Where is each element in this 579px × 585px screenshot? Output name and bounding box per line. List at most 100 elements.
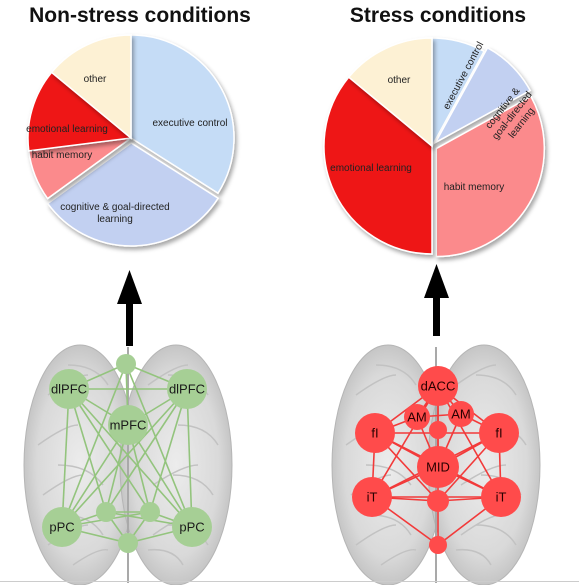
node-circle xyxy=(118,533,138,553)
node-label: fI xyxy=(495,426,502,441)
network-node-fi: fI xyxy=(479,413,519,453)
network-edge xyxy=(61,388,188,528)
network-node-ppc: pPC xyxy=(172,507,212,547)
network-node-fi: fI xyxy=(355,413,395,453)
pie-slice-emotional xyxy=(323,76,433,255)
pie-label-line: habit memory xyxy=(444,182,505,193)
bottom-divider xyxy=(0,581,579,582)
brain-gyrus xyxy=(455,548,492,566)
brain-gyrus xyxy=(475,374,517,396)
node-circle xyxy=(42,507,82,547)
network-non-stress: dlPFC dlPFC mPFC pPC pPC xyxy=(42,354,212,553)
node-circle xyxy=(481,477,521,517)
brain-gyrus xyxy=(37,424,79,446)
node-circle xyxy=(108,405,148,445)
brain-gyrus xyxy=(177,424,219,446)
network-edge xyxy=(68,388,107,513)
node-circle xyxy=(116,354,136,374)
network-edges xyxy=(61,363,193,544)
node-circle xyxy=(479,413,519,453)
network-edge xyxy=(437,385,502,498)
pie-label-line: cognitive & goal-directed xyxy=(60,202,170,213)
pie-label-habit: habit memory xyxy=(444,182,505,193)
network-edge xyxy=(127,424,193,528)
brain-gyrus xyxy=(147,364,189,386)
pie-slice-habit xyxy=(435,95,546,258)
network-edge xyxy=(149,388,188,513)
node-label: pPC xyxy=(49,520,74,535)
node-circle xyxy=(429,421,447,439)
pie-slice-other xyxy=(347,37,433,148)
network-node-unlabeled xyxy=(427,490,449,512)
node-circle xyxy=(352,477,392,517)
node-circle xyxy=(355,413,395,453)
network-edge xyxy=(68,388,193,528)
title-stress: Stress conditions xyxy=(349,4,527,27)
pie-label-line: emotional learning xyxy=(330,163,412,174)
node-label: dACC xyxy=(421,379,456,394)
network-node-unlabeled xyxy=(429,421,447,439)
node-circle xyxy=(404,404,430,430)
pie-slice-emotional xyxy=(27,71,133,152)
pie-label-line: executive control xyxy=(152,118,227,129)
brain-gyrus xyxy=(475,524,517,546)
node-label: dlPFC xyxy=(51,382,87,397)
brain-gyrus xyxy=(172,474,214,496)
arrow-right xyxy=(424,264,449,336)
node-circle xyxy=(140,502,160,522)
network-edge xyxy=(186,388,193,528)
pie-slice-other xyxy=(50,34,132,140)
network-edge xyxy=(371,385,439,498)
network-node-ppc: pPC xyxy=(42,507,82,547)
node-label: pPC xyxy=(179,520,204,535)
arrow-left xyxy=(117,270,142,346)
network-node-unlabeled xyxy=(116,354,136,374)
brain-gyrus xyxy=(375,364,417,386)
network-node-mid: MID xyxy=(417,446,459,488)
network-edge xyxy=(61,388,70,528)
network-node-dlpfc: dlPFC xyxy=(49,369,89,409)
brain-gyrus xyxy=(42,474,84,496)
pie-label-line: other xyxy=(388,75,411,86)
pie-label-habit: habit memory xyxy=(32,150,93,161)
network-edge xyxy=(105,388,188,513)
node-circle xyxy=(429,536,447,554)
pie-label-other: other xyxy=(388,75,411,86)
network-edge xyxy=(125,363,193,528)
node-label: AM xyxy=(407,410,427,425)
brain-gyrus xyxy=(365,464,412,486)
network-node-am: AM xyxy=(404,404,430,430)
network-edge xyxy=(61,363,127,528)
network-node-dlpfc: dlPFC xyxy=(167,369,207,409)
node-circle xyxy=(172,507,212,547)
network-edge xyxy=(61,424,129,528)
node-label: AM xyxy=(451,407,471,422)
brain-gyrus xyxy=(152,464,199,486)
network-node-it: iT xyxy=(352,477,392,517)
pie-slice-cognitive xyxy=(46,142,220,247)
network-node-mpfc: mPFC xyxy=(108,405,148,445)
network-node-unlabeled xyxy=(429,536,447,554)
pie-slice-cognitive xyxy=(433,46,532,145)
node-label: iT xyxy=(496,490,507,505)
network-node-am: AM xyxy=(448,401,474,427)
pie-label-other: other xyxy=(84,74,107,85)
brain-gyrus xyxy=(72,548,109,566)
node-label: iT xyxy=(367,490,378,505)
pie-label-line: learning xyxy=(97,214,133,225)
node-label: mPFC xyxy=(110,418,147,433)
brain-gyrus xyxy=(147,548,184,566)
network-node-unlabeled xyxy=(140,502,160,522)
pie-slice-executive xyxy=(130,34,235,195)
node-label: MID xyxy=(426,460,450,475)
pie-label-line: other xyxy=(84,74,107,85)
pie-label-emotional: emotional learning xyxy=(330,163,412,174)
brain-gyrus xyxy=(67,364,109,386)
brain-gyrus xyxy=(460,464,507,486)
node-circle xyxy=(418,366,458,406)
node-circle xyxy=(49,369,89,409)
node-circle xyxy=(96,502,116,522)
pie-label-line: emotional learning xyxy=(26,124,108,135)
